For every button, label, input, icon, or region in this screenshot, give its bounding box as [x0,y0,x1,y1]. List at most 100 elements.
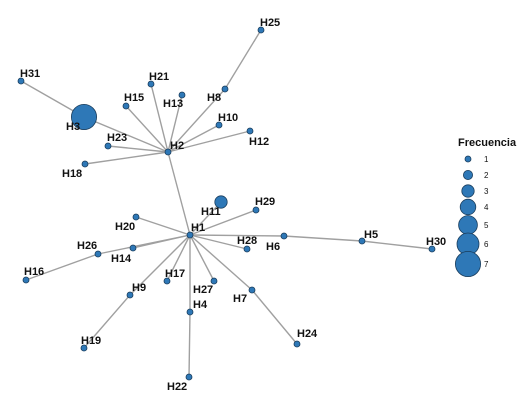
node-h29 [252,206,260,214]
node-h14 [129,244,137,252]
edge-h26-h16 [25,253,99,281]
legend-circle-5 [458,215,478,235]
node-h21 [147,80,155,88]
legend-label-1: 1 [484,155,489,164]
node-label-h24: H24 [297,328,318,340]
node-h17 [163,277,171,285]
node-h31 [17,77,25,85]
legend-label-7: 7 [484,260,489,269]
edge-h6-h5 [283,235,363,242]
node-h24 [293,340,301,348]
node-h15 [122,102,130,110]
node-h10 [215,121,223,129]
node-h13 [178,91,186,99]
node-h19 [80,344,88,352]
node-label-h17: H17 [165,268,185,280]
legend-circle-1 [464,155,472,163]
node-h3 [71,104,98,131]
node-h7 [248,286,256,294]
node-label-h19: H19 [81,335,101,347]
nodes-layer [17,26,436,381]
node-label-h22: H22 [167,381,187,393]
node-h23 [104,142,112,150]
node-h20 [132,213,140,221]
legend-label-2: 2 [484,171,489,180]
node-label-h16: H16 [24,266,44,278]
legend-circle-2 [462,169,473,180]
edge-h1-h17 [166,234,191,282]
node-h11 [214,195,228,209]
node-h25 [257,26,265,34]
node-label-h2: H2 [170,140,184,152]
node-label-h9: H9 [132,282,146,294]
edge-h2-h13 [167,94,183,153]
node-h22 [185,373,193,381]
node-label-h12: H12 [249,136,269,148]
edge-h2-h10 [167,124,220,153]
edge-h2-h8 [167,88,226,153]
node-label-h14: H14 [111,253,132,265]
node-label-h11: H11 [201,206,221,218]
edge-h2-h1 [167,151,191,236]
edge-h2-h18 [84,151,169,165]
node-label-h18: H18 [62,168,82,180]
edge-h1-h6 [189,234,285,237]
node-label-h25: H25 [260,17,280,29]
node-label-h27: H27 [193,284,213,296]
legend-circle-7 [454,250,481,277]
edge-h1-h28 [189,234,248,250]
edge-h5-h30 [361,240,433,250]
edge-h9-h19 [83,294,131,349]
edge-h1-h29 [189,209,257,236]
edge-h1-h7 [189,234,253,291]
edge-h8-h25 [224,29,262,90]
edge-h7-h24 [251,289,298,345]
node-label-h6: H6 [266,241,280,253]
edge-h2-h15 [125,105,169,153]
node-label-h31: H31 [20,68,40,80]
legend-label-6: 6 [484,240,489,249]
node-label-h7: H7 [233,293,247,305]
node-label-h10: H10 [218,112,238,124]
node-h5 [358,237,366,245]
edge-h1-h26 [97,234,191,255]
edge-h4-h22 [188,311,191,378]
node-label-h23: H23 [107,132,127,144]
node-label-h8: H8 [207,92,221,104]
node-label-h5: H5 [364,229,378,241]
node-h12 [246,127,254,135]
legend-circle-3 [461,184,475,198]
edge-h2-h21 [150,83,169,153]
node-h2 [164,148,172,156]
node-h4 [186,308,194,316]
edge-h2-h12 [167,130,251,153]
edge-h1-h27 [189,234,215,282]
node-label-h4: H4 [193,299,208,311]
node-label-h29: H29 [255,196,275,208]
node-label-h20: H20 [115,221,135,233]
node-h26 [94,250,102,258]
node-h9 [126,291,134,299]
node-h16 [22,276,30,284]
legend-title: Frecuencia [458,137,517,149]
legend-label-4: 4 [484,203,489,212]
node-h30 [428,245,436,253]
node-h8 [221,85,229,93]
edges-layer [20,29,433,378]
node-label-h30: H30 [426,236,446,248]
node-label-h28: H28 [237,235,257,247]
node-label-h13: H13 [163,98,183,110]
node-h27 [210,277,218,285]
legend-circle-4 [459,198,477,216]
node-label-h3: H3 [66,121,80,133]
node-h1 [186,231,194,239]
edge-h1-h9 [129,234,191,296]
node-h18 [81,160,89,168]
node-label-h15: H15 [124,92,144,104]
node-h28 [243,245,251,253]
legend-label-5: 5 [484,221,489,230]
